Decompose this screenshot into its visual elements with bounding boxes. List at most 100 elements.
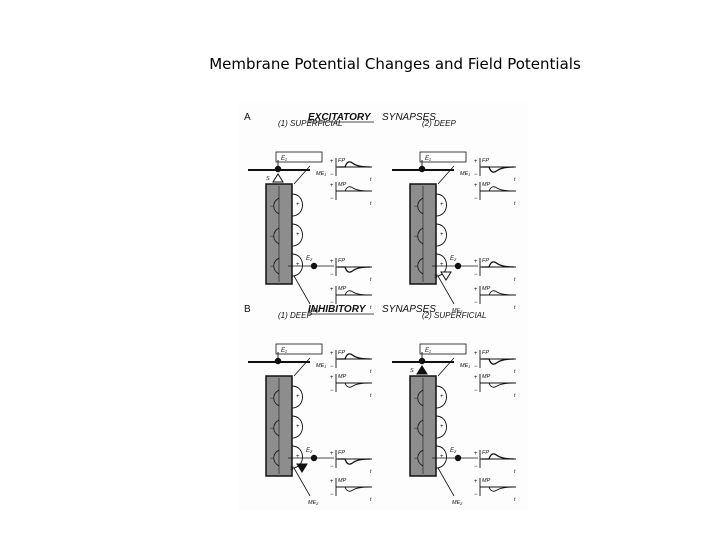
charge-sign: −	[414, 204, 418, 210]
time-label: t	[370, 497, 372, 503]
plus-sign: +	[474, 351, 478, 357]
time-label: t	[514, 277, 516, 283]
plus-sign: +	[330, 351, 334, 357]
charge-sign: +	[440, 454, 444, 460]
panel-heading-word: INHIBITORY	[308, 304, 367, 315]
me2-label: ME₂	[452, 500, 463, 506]
minus-sign: −	[330, 300, 334, 306]
me2-line	[293, 467, 311, 497]
mp-label: MP	[338, 478, 347, 484]
case-label: (2) SUPERFICIAL	[422, 311, 486, 320]
current-loop	[435, 253, 447, 277]
time-label: t	[370, 277, 372, 283]
me2-label: ME₂	[308, 500, 319, 506]
current-loop	[435, 415, 447, 439]
charge-sign: +	[296, 262, 300, 268]
inhibitory-synapse-icon	[416, 365, 428, 375]
excitatory-synapse-icon	[272, 173, 284, 183]
current-loop	[435, 445, 447, 469]
fp-label: FP	[338, 450, 345, 456]
me1-label: ME₁	[460, 171, 470, 177]
plus-sign: +	[330, 451, 334, 457]
charge-sign: −	[270, 456, 274, 462]
mp-trace-curve	[338, 290, 371, 296]
fp-trace-curve	[338, 458, 371, 465]
charge-sign: −	[414, 234, 418, 240]
mp-trace-curve	[482, 382, 515, 388]
time-label: t	[370, 369, 372, 375]
current-loop-inner	[417, 419, 424, 437]
current-loop-inner	[273, 419, 280, 437]
mp-label: MP	[338, 286, 347, 292]
e1-lead-box	[419, 151, 467, 163]
current-loop-inner	[273, 389, 280, 407]
time-label: t	[370, 469, 372, 475]
me1-label: ME₁	[316, 171, 326, 177]
me2-line	[293, 275, 311, 305]
mp-label: MP	[338, 374, 347, 380]
charge-sign: +	[296, 232, 300, 238]
charge-sign: +	[296, 202, 300, 208]
mp-trace-curve	[482, 186, 515, 192]
me1-label: ME₁	[460, 363, 470, 369]
case-label: (1) SUPERFICIAL	[278, 119, 342, 128]
plus-sign: +	[474, 479, 478, 485]
charge-sign: +	[440, 424, 444, 430]
charge-sign: +	[440, 232, 444, 238]
charge-sign: −	[414, 264, 418, 270]
fp-trace-curve	[482, 358, 515, 365]
charge-sign: −	[414, 426, 418, 432]
case-diagram: (2) SUPERFICIALE₁ME₁+−+−+−ME₂E₂SFPt+−MPt…	[392, 311, 516, 506]
mp-trace-curve	[482, 486, 515, 492]
time-label: t	[514, 393, 516, 399]
time-label: t	[370, 393, 372, 399]
e1-label: E₁	[281, 156, 287, 162]
minus-sign: −	[330, 492, 334, 498]
plus-sign: +	[330, 183, 334, 189]
current-loop	[435, 193, 447, 217]
synapse-label: S	[410, 368, 414, 374]
fp-label: FP	[338, 158, 345, 164]
time-label: t	[514, 469, 516, 475]
mp-label: MP	[482, 286, 491, 292]
current-loop-inner	[417, 257, 424, 275]
fp-trace-curve	[338, 266, 371, 273]
synapse-label: S	[266, 176, 270, 182]
fp-label: FP	[482, 258, 489, 264]
current-loop-inner	[273, 197, 280, 215]
charge-sign: −	[270, 426, 274, 432]
charge-sign: +	[296, 424, 300, 430]
mp-trace-curve	[338, 486, 371, 492]
time-label: t	[514, 497, 516, 503]
charge-sign: −	[414, 456, 418, 462]
e2-label: E₂	[306, 448, 313, 454]
mp-label: MP	[482, 374, 491, 380]
plus-sign: +	[474, 451, 478, 457]
excitatory-synapse-icon	[440, 271, 452, 281]
minus-sign: −	[330, 464, 334, 470]
minus-sign: −	[474, 172, 478, 178]
minus-sign: −	[474, 388, 478, 394]
minus-sign: −	[330, 388, 334, 394]
case-diagram: (1) DEEPE₁ME₁+−+−+−ME₂E₂SFPt+−MPt+−FPt+−…	[248, 311, 372, 506]
charge-sign: +	[440, 394, 444, 400]
charge-sign: −	[270, 396, 274, 402]
plus-sign: +	[474, 375, 478, 381]
mp-label: MP	[482, 182, 491, 188]
fp-trace-curve	[482, 453, 515, 460]
case-diagram: (2) DEEPE₁ME₁+−+−+−ME₂E₂SFPt+−MPt+−FPt+−…	[392, 119, 516, 314]
fp-label: FP	[482, 158, 489, 164]
panel-heading-suffix: SYNAPSES	[382, 304, 436, 315]
current-loop-inner	[417, 197, 424, 215]
current-loop	[291, 415, 303, 439]
current-loop-inner	[273, 449, 280, 467]
charge-sign: −	[270, 204, 274, 210]
minus-sign: −	[474, 492, 478, 498]
time-label: t	[514, 305, 516, 311]
current-loop	[291, 223, 303, 247]
e2-label: E₂	[450, 448, 457, 454]
me2-line	[437, 275, 455, 305]
plus-sign: +	[474, 183, 478, 189]
e1-lead-box	[275, 151, 323, 163]
